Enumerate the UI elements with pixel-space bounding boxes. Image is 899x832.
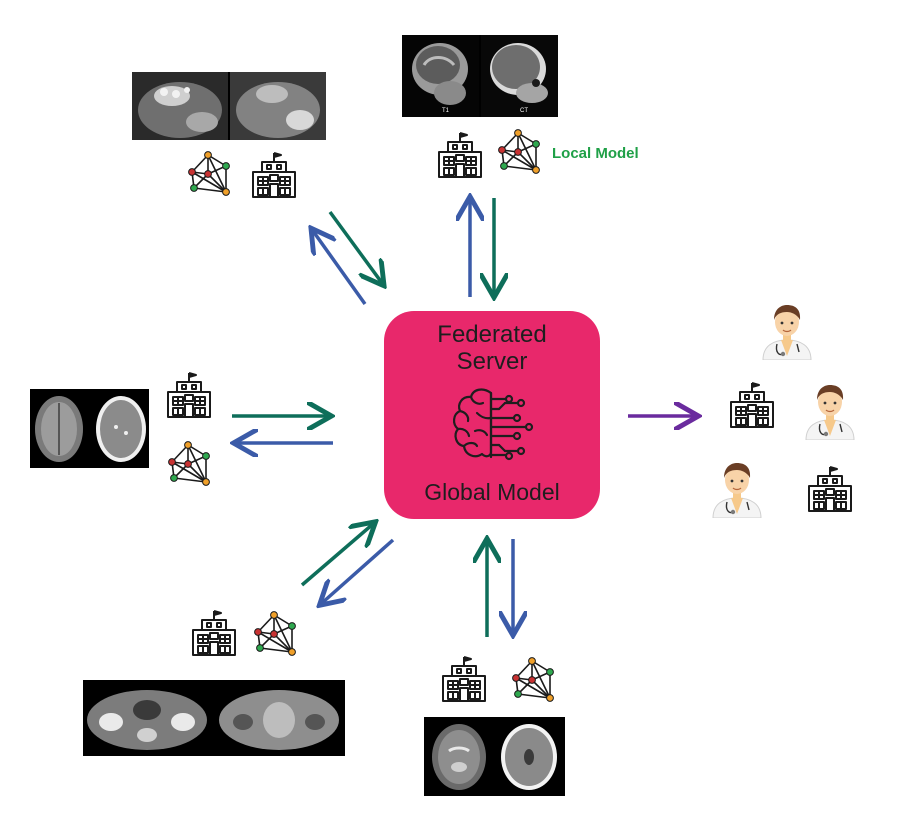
hospital-icon	[436, 130, 484, 180]
brain-circuit-icon	[453, 388, 534, 461]
hospital-icon	[250, 150, 298, 200]
scan-head-t1-ct: T1 CT	[402, 35, 558, 117]
local-model-label: Local Model	[552, 145, 639, 162]
server-title-line1: Federated	[437, 321, 547, 348]
hospital-icon	[190, 608, 238, 658]
hospital-icon	[806, 464, 854, 514]
scan-axial-pelvis	[83, 680, 345, 756]
server-subtitle: Global Model	[424, 479, 560, 505]
hospital-icon	[728, 380, 776, 430]
scan-sagittal-abdomen	[132, 72, 326, 140]
network-icon	[510, 656, 558, 704]
arrow-upload-bottomleft	[300, 524, 373, 587]
arrow-download-topleft	[313, 231, 367, 306]
server-title-line2: Server	[456, 348, 528, 375]
hospital-icon	[165, 370, 213, 420]
doctor-icon	[800, 380, 860, 440]
network-icon	[496, 128, 544, 176]
server-title: Federated Server	[384, 321, 600, 375]
federated-server: Federated Server Global Model	[384, 311, 600, 519]
ct-label: CT	[520, 108, 528, 114]
network-icon	[252, 610, 300, 658]
arrow-upload-topleft	[328, 210, 382, 283]
t1-label: T1	[442, 108, 450, 114]
scan-axial-brain-left	[30, 389, 149, 468]
network-icon	[166, 440, 214, 488]
doctor-icon	[757, 300, 817, 360]
network-icon	[186, 150, 234, 198]
hospital-icon	[440, 654, 488, 704]
arrow-download-bottomleft	[322, 538, 395, 603]
doctor-icon	[707, 458, 767, 518]
scan-axial-brain-bottom	[424, 717, 565, 796]
